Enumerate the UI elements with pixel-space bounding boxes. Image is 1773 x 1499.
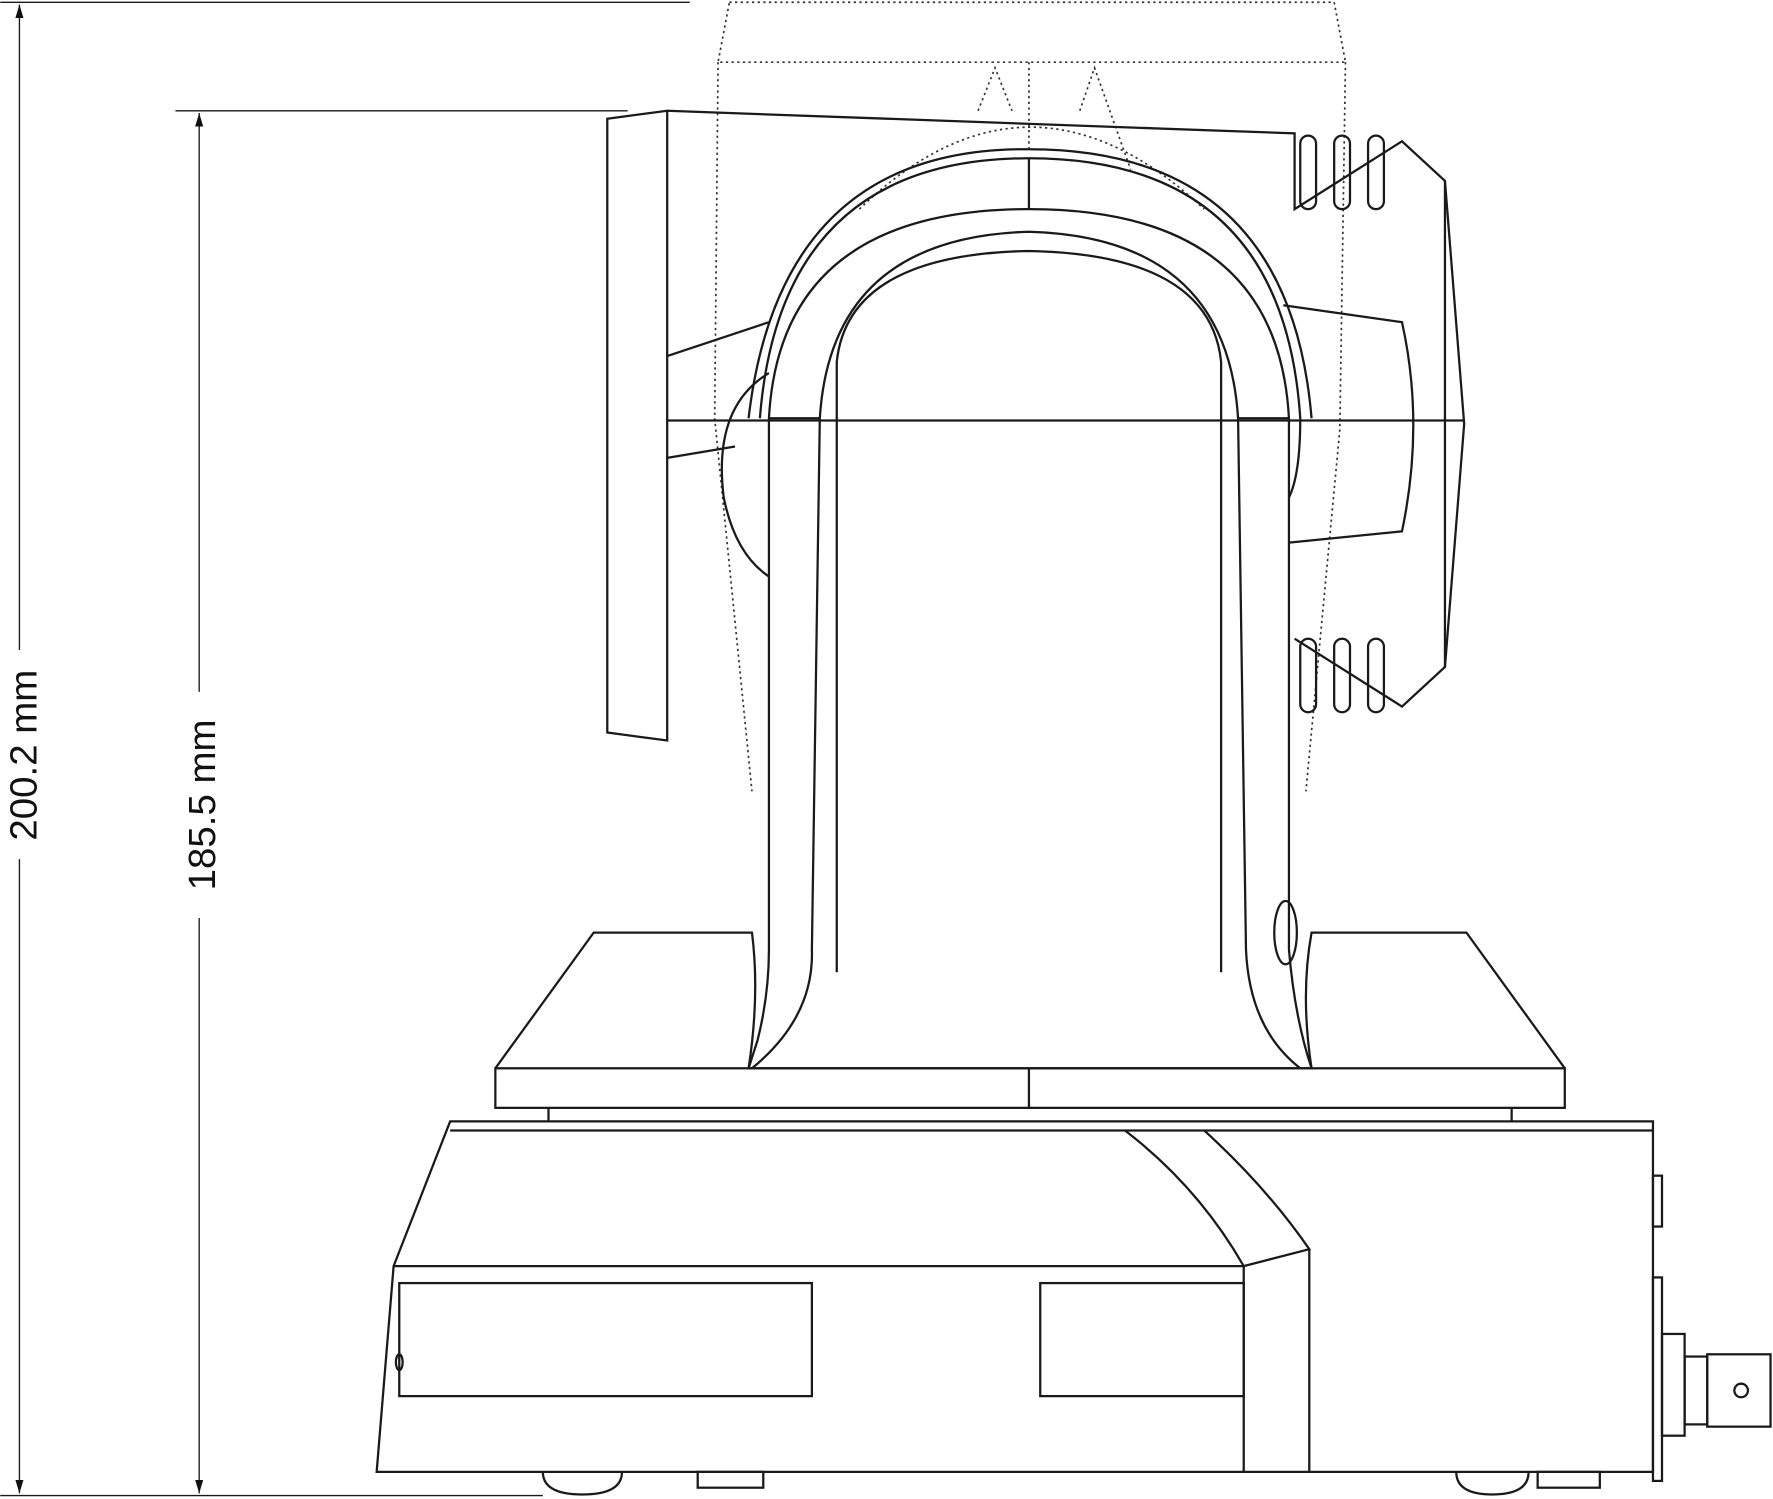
indicator-led — [394, 1353, 404, 1372]
camera-head — [606, 109, 1466, 742]
pan-plate — [494, 931, 1566, 1122]
foot-left — [541, 1471, 624, 1496]
camera-base — [375, 1120, 1664, 1496]
lens-barrel — [1283, 304, 1415, 544]
mount-tab-left — [696, 1470, 765, 1489]
dimension-200-2: 200.2 mm — [0, 1, 690, 1497]
tilt-ring — [758, 157, 1302, 498]
dimension-label-185: 185.5 mm — [181, 719, 224, 890]
tilt-screw-hole — [1273, 899, 1298, 966]
mount-tab-right — [1536, 1470, 1601, 1489]
bnc-connector — [1660, 1332, 1772, 1437]
tilted-head-outline — [713, 1, 1347, 792]
foot-right — [1455, 1471, 1530, 1496]
head-body — [667, 109, 1466, 708]
dimension-label-200: 200.2 mm — [2, 670, 45, 841]
side-window-left — [398, 1281, 814, 1398]
rear-panel — [606, 109, 669, 742]
dimension-185-5: 185.5 mm — [175, 110, 628, 1494]
yoke-arm — [747, 208, 1314, 1070]
side-window-right — [1039, 1281, 1245, 1398]
vent-slots — [1299, 134, 1386, 714]
